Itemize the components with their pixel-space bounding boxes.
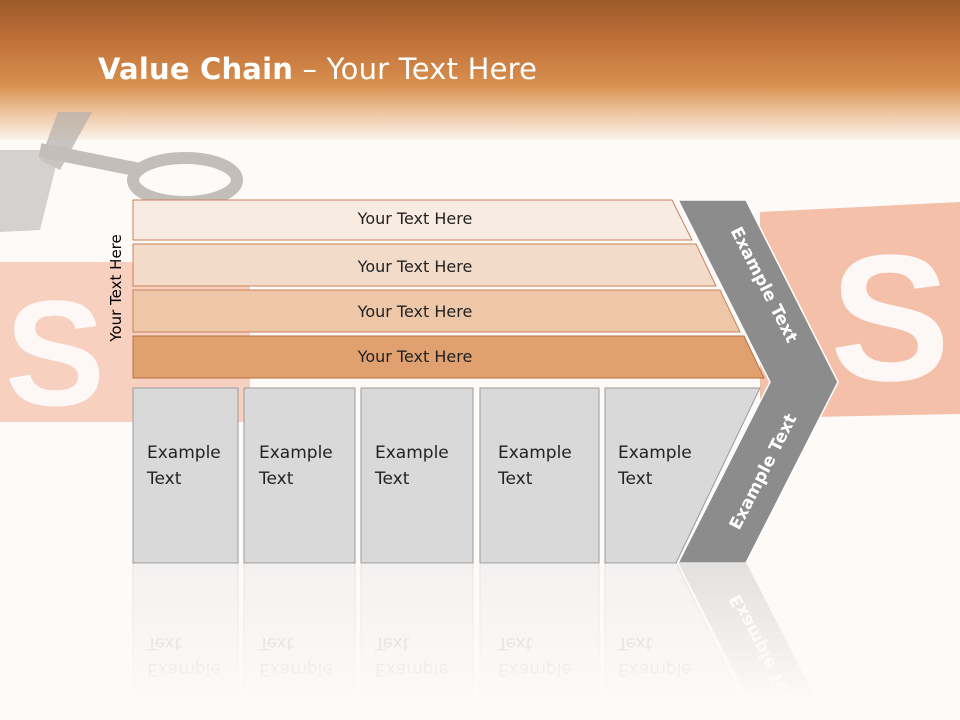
box-4-label: Example Text — [498, 443, 572, 489]
box-3-shape — [360, 387, 474, 564]
band-3-label: Your Text Here — [357, 302, 473, 321]
background-letter-s: S — [830, 218, 950, 419]
band-3-shape — [132, 289, 741, 333]
band-4-label: Your Text Here — [357, 347, 473, 366]
page-title: Value Chain – Your Text Here — [98, 52, 537, 86]
band-2-shape — [132, 243, 717, 287]
header-band — [0, 0, 960, 140]
box-2-shape — [243, 387, 356, 564]
box-2-label: Example Text — [259, 443, 333, 489]
band-2-label: Your Text Here — [357, 257, 473, 276]
side-label: Your Text Here — [107, 234, 125, 342]
box-3-label: Example Text — [375, 443, 449, 489]
box-4-shape — [479, 387, 600, 564]
band-4-shape — [132, 335, 765, 379]
band-1-shape — [132, 199, 693, 241]
background-letter-s-left: S — [5, 269, 105, 437]
box-1-shape — [132, 387, 239, 564]
box-5-label: Example Text — [618, 443, 692, 489]
title-rest: – Your Text Here — [293, 52, 538, 86]
title-bold: Value Chain — [98, 52, 294, 86]
box-1-label: Example Text — [147, 443, 221, 489]
band-1-label: Your Text Here — [357, 209, 473, 228]
diagram-reflection: Example Text Example Text Example Text E… — [0, 562, 960, 720]
